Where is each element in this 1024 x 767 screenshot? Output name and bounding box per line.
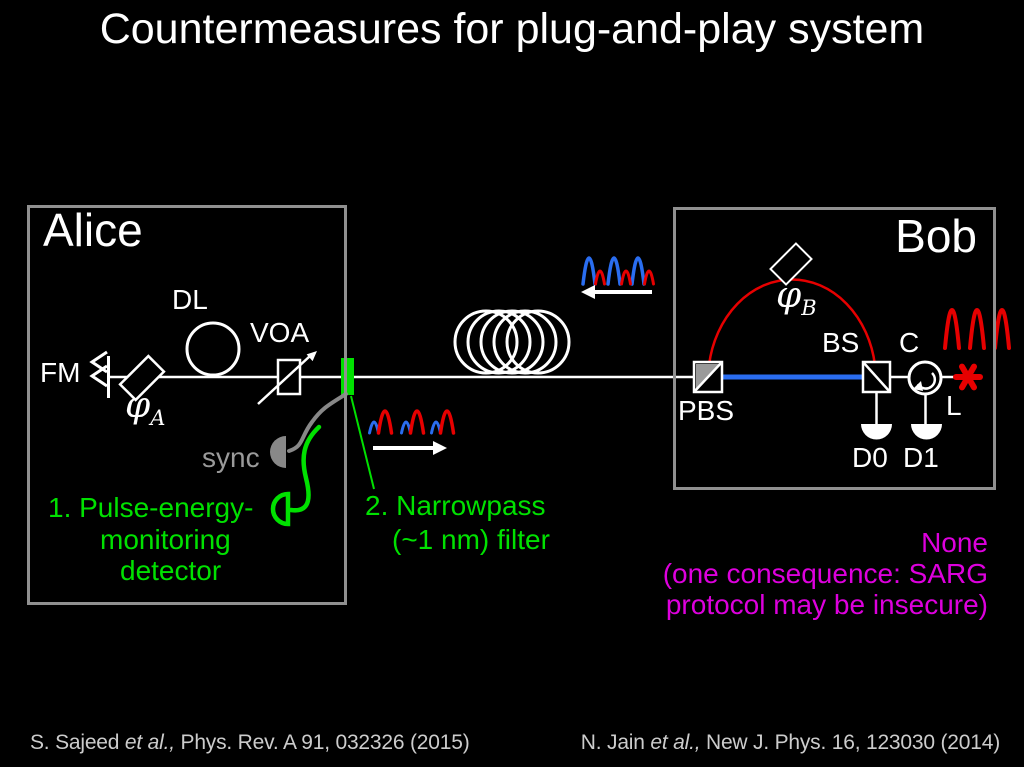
alice-box — [27, 205, 347, 605]
monitor-detector-wire — [288, 424, 322, 513]
pulse-train-to-alice — [581, 256, 655, 286]
pbs-icon — [692, 360, 724, 394]
filter-pointer-line — [350, 395, 375, 490]
sync-detector-icon — [270, 436, 286, 468]
countermeasure-none-line1: None — [921, 527, 988, 558]
laser-label: L — [946, 390, 962, 421]
fm-label: FM — [40, 357, 81, 388]
voa-label: VOA — [250, 317, 310, 348]
countermeasure1-line2: monitoring — [100, 524, 231, 555]
phase-a-label: φA — [125, 385, 166, 431]
d0-label: D0 — [852, 442, 888, 473]
arrow-right-icon — [373, 441, 447, 455]
circulator-label: C — [899, 327, 920, 358]
detector-d0-icon — [861, 392, 892, 440]
arrow-left-icon — [581, 285, 652, 299]
alice-label: Alice — [43, 204, 143, 256]
phase-modulator-bob-icon — [769, 242, 813, 286]
countermeasure-none-line2: (one consequence: SARG — [662, 558, 988, 589]
countermeasure-none-line3: protocol may be insecure) — [665, 589, 988, 620]
detector-d1-icon — [911, 394, 942, 440]
bob-box — [673, 207, 996, 490]
pbs-label: PBS — [678, 395, 735, 426]
slide-title: Countermeasures for plug-and-play system — [99, 5, 925, 53]
countermeasure1-line1: 1. Pulse-energy- — [48, 492, 254, 523]
fiber-spool — [453, 309, 571, 375]
countermeasure1-line3: detector — [120, 555, 222, 586]
bs-label: BS — [822, 327, 860, 358]
bob-label: Bob — [895, 210, 977, 262]
bs-icon — [861, 360, 892, 394]
delay-loop-icon — [185, 321, 241, 377]
monitor-detector-icon — [270, 491, 291, 527]
sync-wire — [287, 392, 348, 453]
countermeasure2-line2: (~1 nm) filter — [392, 524, 550, 555]
laser-icon — [953, 363, 983, 391]
pulse-train-to-bob — [368, 409, 456, 435]
laser-pulse-train — [943, 308, 1011, 350]
voa-icon — [257, 351, 317, 405]
citation-right: N. Jain et al., New J. Phys. 16, 123030 … — [580, 731, 1000, 754]
phase-modulator-alice-icon — [118, 354, 166, 402]
dl-label: DL — [172, 284, 208, 315]
countermeasure2-line1: 2. Narrowpass — [365, 490, 546, 521]
citation-left: S. Sajeed et al., Phys. Rev. A 91, 03232… — [30, 731, 470, 754]
phase-b-label: φB — [776, 275, 817, 321]
d1-label: D1 — [903, 442, 939, 473]
countermeasure-none-text: None (one consequence: SARG protocol may… — [663, 527, 988, 620]
faraday-mirror-icon — [89, 350, 110, 398]
sync-label: sync — [202, 442, 260, 473]
